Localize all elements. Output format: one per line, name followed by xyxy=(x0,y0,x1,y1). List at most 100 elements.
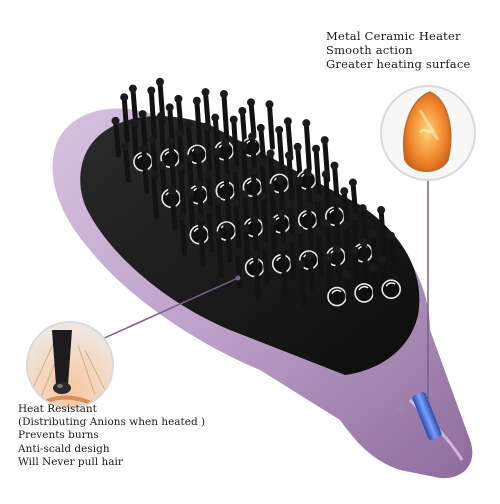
bristle xyxy=(388,233,397,282)
feature-line: Smooth action xyxy=(326,43,413,58)
bristle xyxy=(260,193,269,245)
bristle-tip xyxy=(267,183,276,192)
bristle-tip xyxy=(121,142,130,151)
nodule-highlight xyxy=(385,282,396,287)
bristle-tip xyxy=(340,187,349,196)
bristle-tip xyxy=(258,192,267,201)
bristle xyxy=(360,205,369,245)
bristle xyxy=(252,251,261,300)
bristle-tip xyxy=(138,110,147,119)
bristle-tip xyxy=(358,204,367,213)
bristle-tip xyxy=(378,255,387,264)
bristle xyxy=(148,88,157,140)
bristle xyxy=(175,96,184,136)
bristle-tip xyxy=(196,214,205,223)
bristle-tip xyxy=(250,215,259,224)
bristle xyxy=(195,147,204,187)
bristle xyxy=(305,203,314,252)
bristle-tip xyxy=(155,77,164,86)
bristle-tip xyxy=(313,193,322,202)
bristle-tip xyxy=(222,173,231,182)
bristle xyxy=(121,94,130,143)
feature-line: Prevents burns xyxy=(18,429,99,442)
bristle-tip xyxy=(147,86,156,95)
bristle-tip xyxy=(312,144,321,153)
bristle xyxy=(233,200,242,249)
bristle xyxy=(113,118,122,158)
bristle-tip xyxy=(304,202,313,211)
bristle xyxy=(378,207,387,256)
bristle xyxy=(298,261,307,307)
bristle-tip xyxy=(212,147,221,156)
bristle-tip xyxy=(302,119,311,128)
bristle-tip xyxy=(221,139,230,148)
bristle-tip xyxy=(369,263,378,272)
bristle-tip xyxy=(158,161,167,170)
bristle-tip xyxy=(139,144,148,153)
bristle-tip xyxy=(257,158,266,167)
bristle-tip xyxy=(192,96,201,105)
feature-line: Greater heating surface xyxy=(326,57,471,72)
bristle-tip xyxy=(350,212,359,221)
bristle xyxy=(250,168,259,220)
bristle-tip xyxy=(330,161,339,170)
bristle xyxy=(313,146,322,198)
bristle-tip xyxy=(324,253,333,262)
bristle xyxy=(334,246,343,289)
bristle-tip xyxy=(120,93,129,102)
bristle xyxy=(204,123,213,172)
bristle xyxy=(266,101,275,150)
bristle-tip xyxy=(248,132,257,141)
bristle-tip xyxy=(214,231,223,240)
bristle-tip xyxy=(202,122,211,131)
bristle-tip xyxy=(268,217,277,226)
bristle-tip-callout xyxy=(26,275,241,409)
bristle-tip xyxy=(277,209,286,218)
bristle-field xyxy=(111,77,402,315)
bristle-tip xyxy=(177,212,186,221)
bristle xyxy=(276,127,285,176)
bristle-tip xyxy=(149,169,158,178)
svg-text:~: ~ xyxy=(418,119,436,144)
nodule-highlight xyxy=(358,285,369,291)
bristle-tip xyxy=(148,135,157,144)
bristle-tip xyxy=(184,120,193,129)
feature-line: Heat Resistant xyxy=(18,403,97,415)
bristle-tip xyxy=(249,166,258,175)
bristle-tip xyxy=(351,246,360,255)
bristle-tip xyxy=(229,115,238,124)
bristle xyxy=(342,222,351,274)
bristle-tip xyxy=(321,170,330,179)
bristle xyxy=(369,231,378,271)
bristle xyxy=(286,152,295,201)
feature-line: Anti-scald desigh xyxy=(18,442,110,455)
bristle-tip xyxy=(211,113,220,122)
bristle xyxy=(122,143,131,183)
bristle-tip xyxy=(322,219,331,228)
bristle-tip xyxy=(201,88,210,97)
bristle-tip xyxy=(314,228,323,237)
bristle-tip xyxy=(195,180,204,189)
bristle xyxy=(205,172,214,212)
bristle-tip xyxy=(240,190,249,199)
display-panel xyxy=(412,392,442,440)
bristle-tip xyxy=(176,163,185,172)
bristle-tip xyxy=(331,195,340,204)
bristle-tip xyxy=(303,168,312,177)
bristle xyxy=(248,99,257,139)
bristle-tip xyxy=(186,188,195,197)
bristle-tip xyxy=(175,128,184,137)
bristle-tip xyxy=(377,206,386,215)
bristle-tip xyxy=(265,100,274,109)
bristle-tip xyxy=(247,98,256,107)
bristle xyxy=(206,207,215,253)
bristle-tip xyxy=(232,248,241,257)
bristle-tip xyxy=(294,176,303,185)
nodule-highlight xyxy=(331,289,342,294)
bristle-tip xyxy=(165,103,174,112)
bristle xyxy=(223,174,232,223)
bristle-tip xyxy=(230,164,239,173)
bristle xyxy=(178,164,187,216)
